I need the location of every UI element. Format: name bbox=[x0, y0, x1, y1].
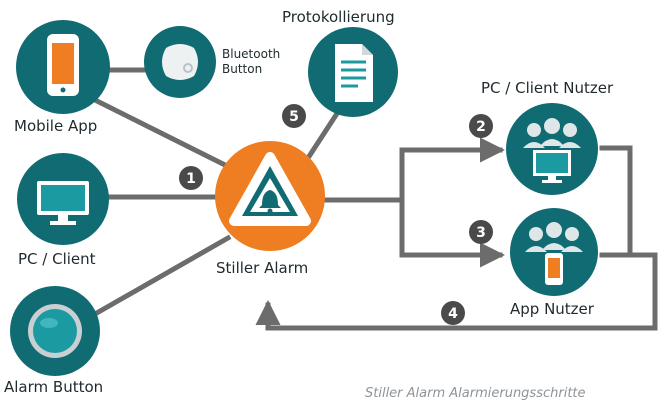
step-number: 1 bbox=[186, 171, 196, 187]
stiller-alarm-node bbox=[215, 141, 325, 251]
monitor-icon bbox=[37, 181, 89, 225]
mobile-app-label: Mobile App bbox=[14, 117, 98, 135]
step-number: 2 bbox=[476, 119, 486, 135]
alarm-button-node bbox=[10, 286, 100, 376]
line-mobile-alarm bbox=[91, 96, 239, 174]
alarm-button-label: Alarm Button bbox=[4, 378, 104, 396]
arrow-back-to-alarm bbox=[255, 252, 658, 331]
monitor-icon bbox=[533, 150, 571, 183]
user-group-icon bbox=[523, 118, 581, 148]
step-badge-3: 3 bbox=[469, 220, 493, 244]
step-badge-5: 5 bbox=[282, 104, 306, 128]
bluetooth-label-line1: Bluetooth bbox=[222, 47, 281, 61]
connector-lines bbox=[84, 67, 658, 331]
step-number: 5 bbox=[289, 109, 299, 125]
alarm-bell-logo-icon bbox=[229, 152, 311, 226]
smartphone-icon bbox=[47, 34, 79, 96]
pc-client-label: PC / Client bbox=[18, 250, 96, 268]
round-button-icon bbox=[28, 304, 82, 358]
smartphone-icon bbox=[545, 253, 563, 285]
line-alarm-protokoll bbox=[304, 108, 342, 162]
mobile-app-node bbox=[16, 20, 110, 114]
app-nutzer-label: App Nutzer bbox=[510, 300, 594, 318]
protokollierung-node bbox=[308, 27, 398, 117]
bluetooth-tag-icon bbox=[162, 44, 198, 80]
pc-client-nutzer-node bbox=[506, 103, 598, 195]
document-icon bbox=[335, 44, 373, 102]
stiller-alarm-label: Stiller Alarm bbox=[216, 259, 309, 277]
app-nutzer-node bbox=[510, 208, 598, 296]
pc-client-nutzer-label: PC / Client Nutzer bbox=[481, 79, 614, 97]
bluetooth-button-node bbox=[144, 26, 216, 98]
step-number: 4 bbox=[448, 306, 458, 322]
line-alarmbutton-alarm bbox=[84, 234, 232, 322]
user-group-icon bbox=[525, 222, 583, 252]
line-nutzer-return bbox=[599, 145, 633, 258]
step-badge-2: 2 bbox=[469, 114, 493, 138]
bluetooth-label-line2: Button bbox=[222, 62, 263, 76]
step-badge-1: 1 bbox=[179, 166, 203, 190]
step-number: 3 bbox=[476, 225, 486, 241]
pc-client-node bbox=[17, 153, 109, 245]
bluetooth-button-label: Bluetooth Button bbox=[222, 47, 280, 77]
step-badge-4: 4 bbox=[441, 301, 465, 325]
image-caption: Stiller Alarm Alarmierungsschritte bbox=[365, 386, 586, 401]
protokollierung-label: Protokollierung bbox=[282, 8, 395, 26]
